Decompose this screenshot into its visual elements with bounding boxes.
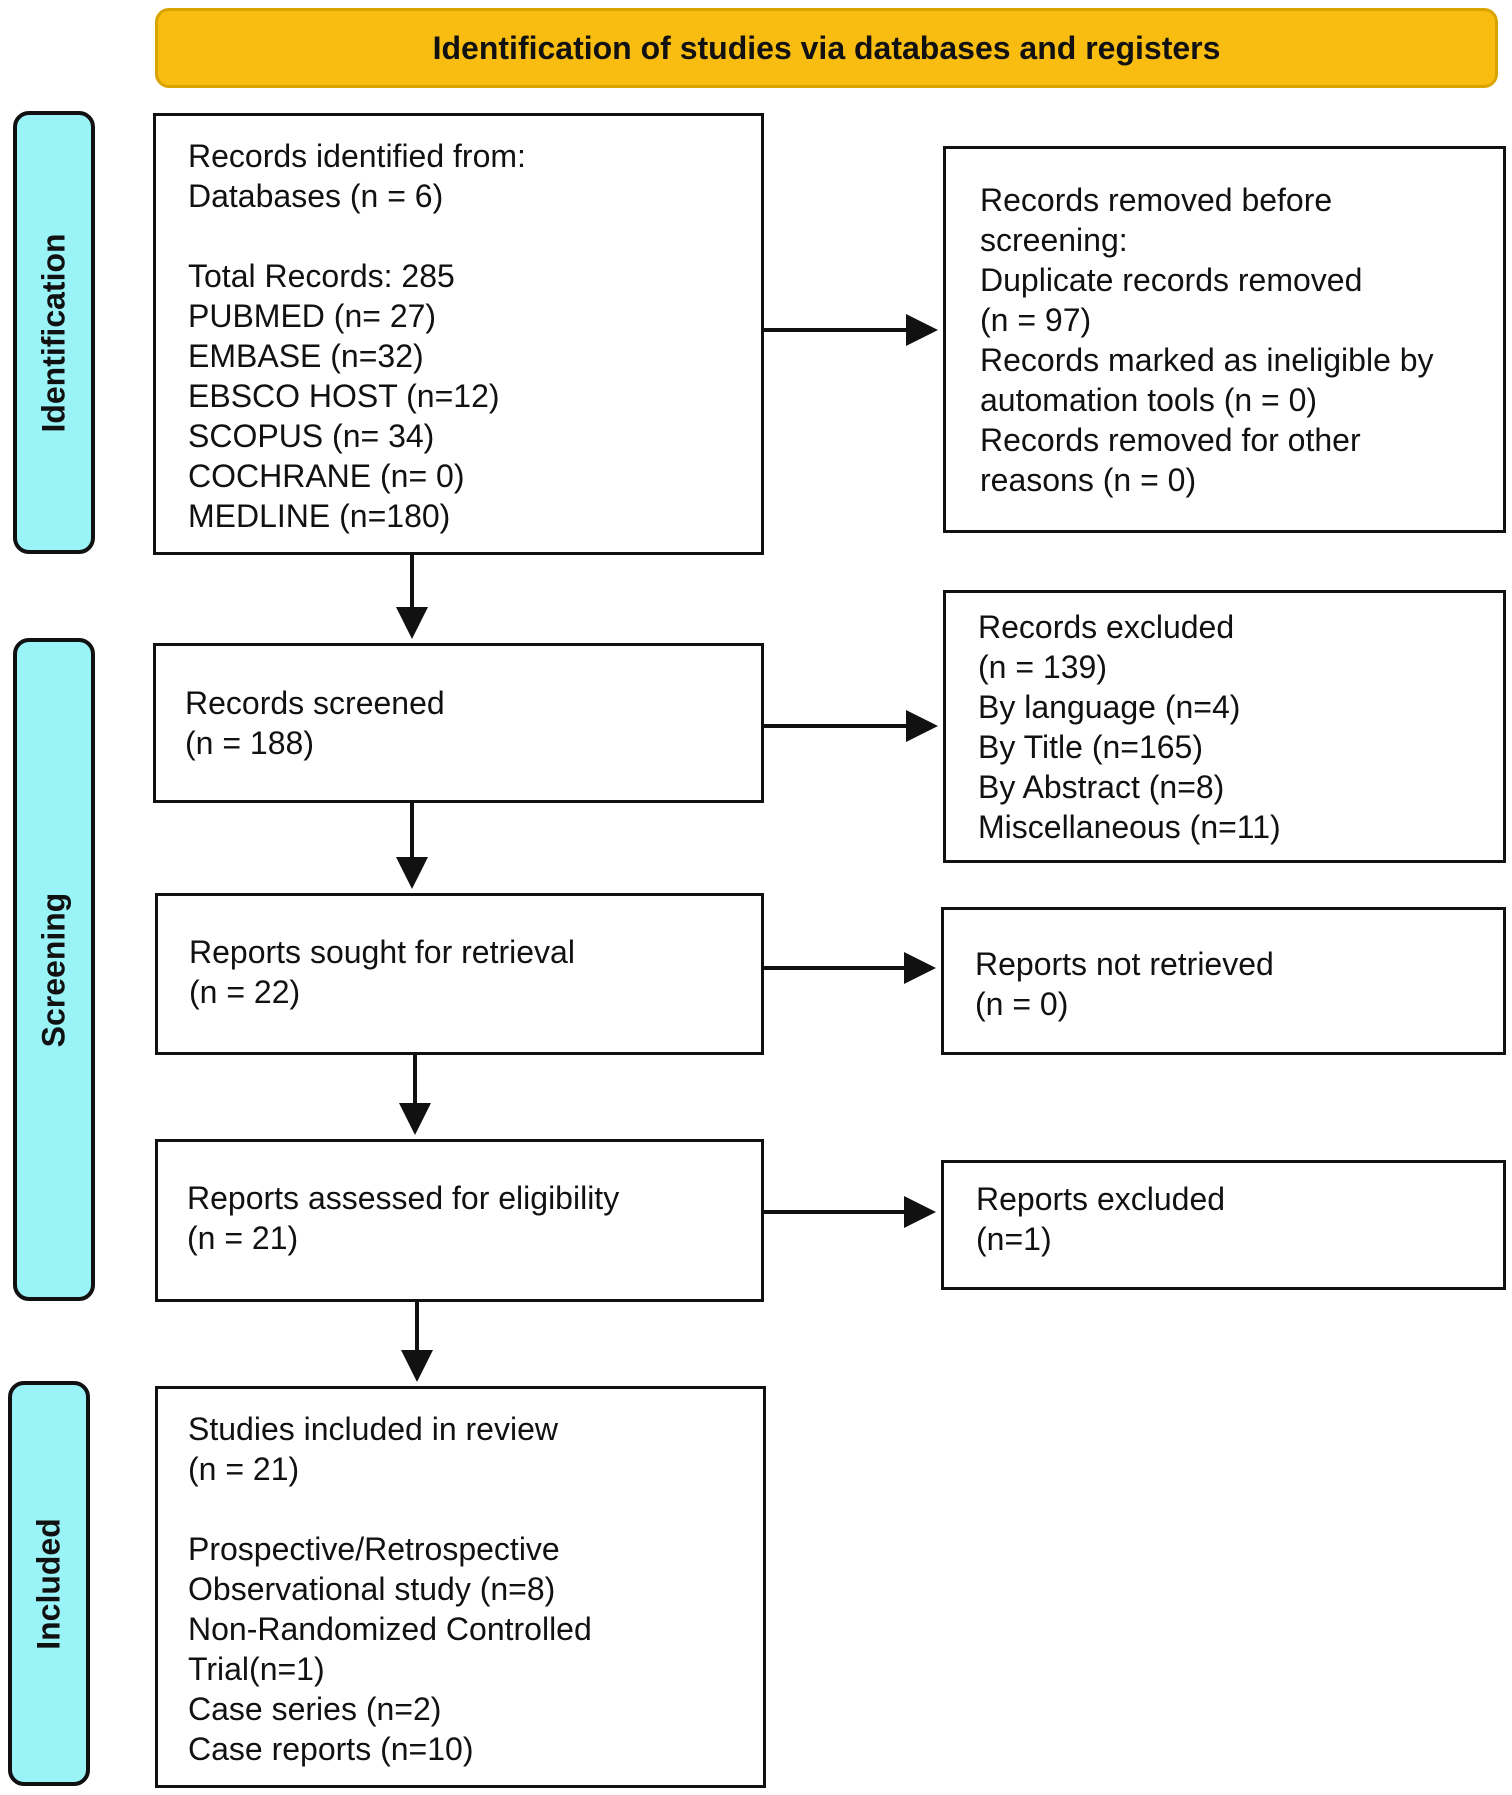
box-line: EBSCO HOST (n=12) [188,378,500,414]
box-line: Prospective/Retrospective [188,1531,560,1567]
box-line: Case series (n=2) [188,1691,442,1727]
phase-identification-label: Identification [35,232,72,433]
box-line: automation tools (n = 0) [980,382,1318,418]
records-excluded-box: Records excluded (n = 139) By language (… [943,590,1506,863]
phase-included: Included [8,1381,90,1786]
box-line: COCHRANE (n= 0) [188,458,465,494]
box-line: Records screened [185,685,445,721]
box-line: (n = 97) [980,302,1092,338]
reports-not-retrieved-box: Reports not retrieved (n = 0) [941,907,1506,1055]
box-line: Non-Randomized Controlled [188,1611,592,1647]
box-line: screening: [980,222,1128,258]
box-line: Records removed for other [980,422,1361,458]
box-line: EMBASE (n=32) [188,338,424,374]
box-line: Records identified from: [188,138,526,174]
phase-included-label: Included [30,1517,67,1650]
box-line: Reports sought for retrieval [189,934,575,970]
box-line: Studies included in review [188,1411,558,1447]
box-line: SCOPUS (n= 34) [188,418,435,454]
box-line: Databases (n = 6) [188,178,444,214]
box-line: (n=1) [976,1221,1052,1257]
box-line: (n = 21) [187,1220,299,1256]
box-line: Duplicate records removed [980,262,1363,298]
header-title: Identification of studies via databases … [432,29,1221,66]
records-identified-box: Records identified from: Databases (n = … [153,113,764,555]
box-line: Records marked as ineligible by [980,342,1434,378]
phase-screening-label: Screening [35,892,72,1047]
box-line: (n = 22) [189,974,301,1010]
header-banner: Identification of studies via databases … [155,8,1498,88]
studies-included-box: Studies included in review (n = 21) Pros… [155,1386,766,1788]
box-line: reasons (n = 0) [980,462,1197,498]
box-line: (n = 21) [188,1451,300,1487]
records-removed-box: Records removed before screening: Duplic… [943,146,1506,533]
phase-identification: Identification [13,111,95,554]
records-screened-box: Records screened (n = 188) [153,643,764,803]
box-line: Trial(n=1) [188,1651,325,1687]
reports-sought-box: Reports sought for retrieval (n = 22) [155,893,764,1055]
box-line: By language (n=4) [978,689,1241,725]
box-line: Total Records: 285 [188,258,455,294]
box-line: Records excluded [978,609,1235,645]
box-line: MEDLINE (n=180) [188,498,451,534]
phase-screening: Screening [13,638,95,1301]
reports-excluded-box: Reports excluded (n=1) [941,1160,1506,1290]
box-line: Reports excluded [976,1181,1226,1217]
box-line: PUBMED (n= 27) [188,298,437,334]
box-line: Records removed before [980,182,1333,218]
box-line: (n = 188) [185,725,314,761]
box-line: By Title (n=165) [978,729,1203,765]
box-line [188,216,761,256]
box-line: Reports assessed for eligibility [187,1180,620,1216]
box-line: By Abstract (n=8) [978,769,1225,805]
box-line: Reports not retrieved [975,946,1274,982]
box-line: Observational study (n=8) [188,1571,556,1607]
box-line: Miscellaneous (n=11) [978,809,1281,845]
box-line: (n = 0) [975,986,1069,1022]
box-line: Case reports (n=10) [188,1731,474,1767]
box-line [188,1489,763,1529]
reports-assessed-box: Reports assessed for eligibility (n = 21… [155,1139,764,1302]
box-line: (n = 139) [978,649,1107,685]
